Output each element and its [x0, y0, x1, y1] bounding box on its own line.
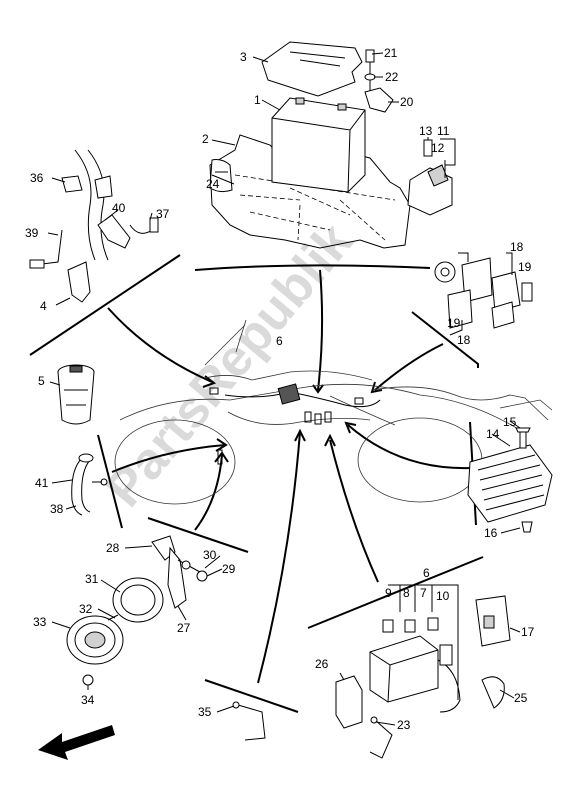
callout-41: 41 — [35, 476, 49, 490]
callout-27: 27 — [177, 621, 191, 635]
callout-28: 28 — [106, 541, 120, 555]
main-harness — [209, 383, 381, 465]
battery-band-bolt — [364, 49, 394, 113]
callout-7: 7 — [420, 586, 427, 600]
callout-34: 34 — [81, 693, 95, 707]
callout-6b: 6 — [423, 566, 430, 580]
battery-bracket — [209, 159, 233, 193]
callout-20: 20 — [400, 95, 414, 109]
callout-32: 32 — [79, 602, 93, 616]
callout-6a: 6 — [276, 334, 283, 348]
front-arrow-icon — [38, 725, 115, 760]
callout-18a: 18 — [510, 240, 524, 254]
callout-labels: 3 1 2 24 21 22 20 13 11 12 36 40 37 39 4… — [25, 46, 535, 732]
callout-13: 13 — [419, 124, 433, 138]
callout-14: 14 — [486, 427, 500, 441]
wire-harness-parts — [29, 149, 159, 303]
rectifier-regulator — [467, 427, 553, 533]
relay-assembly — [434, 257, 533, 329]
starter-relay — [407, 139, 453, 216]
callout-3: 3 — [240, 50, 247, 64]
callout-26: 26 — [315, 657, 329, 671]
hose-and-clip — [71, 453, 108, 516]
watermark: PartsRepublik — [95, 213, 364, 518]
callout-9: 9 — [385, 586, 392, 600]
coupler-boot — [57, 364, 95, 425]
callout-31: 31 — [85, 572, 99, 586]
callout-23: 23 — [397, 718, 411, 732]
callout-40: 40 — [112, 201, 126, 215]
callout-21: 21 — [384, 46, 398, 60]
callout-29: 29 — [222, 562, 236, 576]
callout-36: 36 — [30, 171, 44, 185]
callout-10: 10 — [436, 589, 450, 603]
headlight-assembly — [66, 535, 208, 686]
lead-wires — [232, 701, 393, 759]
motorcycle-outline — [114, 319, 553, 505]
callout-37: 37 — [156, 207, 170, 221]
battery — [271, 97, 366, 193]
callout-19a: 19 — [518, 260, 532, 274]
callout-leaders — [47, 52, 521, 726]
callout-39: 39 — [25, 226, 39, 240]
callout-30: 30 — [203, 548, 217, 562]
callout-5: 5 — [38, 374, 45, 388]
callout-33: 33 — [33, 615, 47, 629]
callout-12: 12 — [431, 141, 445, 155]
callout-38: 38 — [50, 502, 64, 516]
callout-35: 35 — [198, 705, 212, 719]
callout-11: 11 — [437, 124, 450, 138]
callout-16: 16 — [484, 526, 498, 540]
callout-2: 2 — [202, 132, 209, 146]
battery-cover — [261, 41, 363, 97]
callout-1: 1 — [254, 93, 261, 107]
callout-15: 15 — [503, 415, 517, 429]
fuse-box-assembly — [335, 584, 511, 729]
callout-8: 8 — [403, 586, 410, 600]
callout-17: 17 — [521, 625, 535, 639]
callout-4: 4 — [40, 299, 47, 313]
callout-22: 22 — [385, 70, 399, 84]
callout-18b: 18 — [457, 333, 471, 347]
callout-19b: 19 — [447, 316, 461, 330]
callout-25: 25 — [514, 691, 528, 705]
callout-24: 24 — [206, 177, 220, 191]
